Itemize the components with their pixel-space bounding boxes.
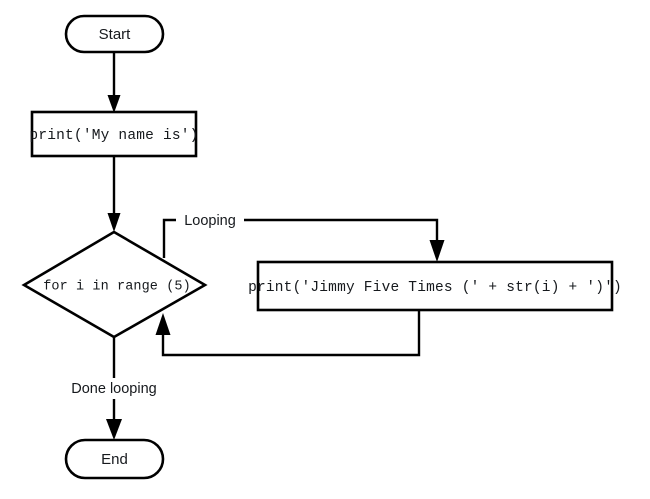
node-start[interactable]: Start: [64, 14, 165, 54]
end-oval-shape: [64, 438, 165, 480]
condition-diamond-shape: [21, 230, 208, 339]
start-oval-shape: [64, 14, 165, 54]
node-loop-condition[interactable]: for i in range (5): [21, 230, 208, 339]
arrowhead-down-icon: [106, 419, 122, 440]
looping-label: Looping: [184, 213, 236, 229]
done-looping-label: Done looping: [71, 381, 156, 397]
print-name-box-shape: [30, 110, 198, 158]
node-print-jimmy[interactable]: print('Jimmy Five Times (' + str(i) + ')…: [248, 260, 622, 312]
node-print-name[interactable]: print('My name is'): [29, 110, 198, 158]
print-jimmy-box-shape: [256, 260, 614, 312]
print-name-label: print('My name is'): [29, 128, 198, 144]
connector-looping: [162, 218, 445, 262]
arrowhead-down-icon: [107, 213, 121, 232]
edge-label-done-looping: Done looping: [61, 378, 168, 399]
looping-label-backdrop: [176, 210, 244, 231]
start-label: Start: [99, 26, 132, 43]
node-end[interactable]: End: [64, 438, 165, 480]
print-jimmy-label: print('Jimmy Five Times (' + str(i) + ')…: [248, 280, 622, 296]
connector-start-to-print-name: [107, 52, 121, 113]
connector-loop-back: [155, 310, 421, 357]
end-label: End: [101, 451, 128, 468]
edge-label-looping: Looping: [176, 210, 244, 231]
arrowhead-down-icon: [429, 240, 445, 262]
connector-print-name-to-condition: [107, 156, 121, 232]
done-looping-label-backdrop: [61, 378, 168, 399]
arrowhead-down-icon: [107, 95, 121, 113]
loop-condition-label: for i in range (5): [43, 280, 191, 295]
arrowhead-up-icon: [155, 313, 171, 335]
